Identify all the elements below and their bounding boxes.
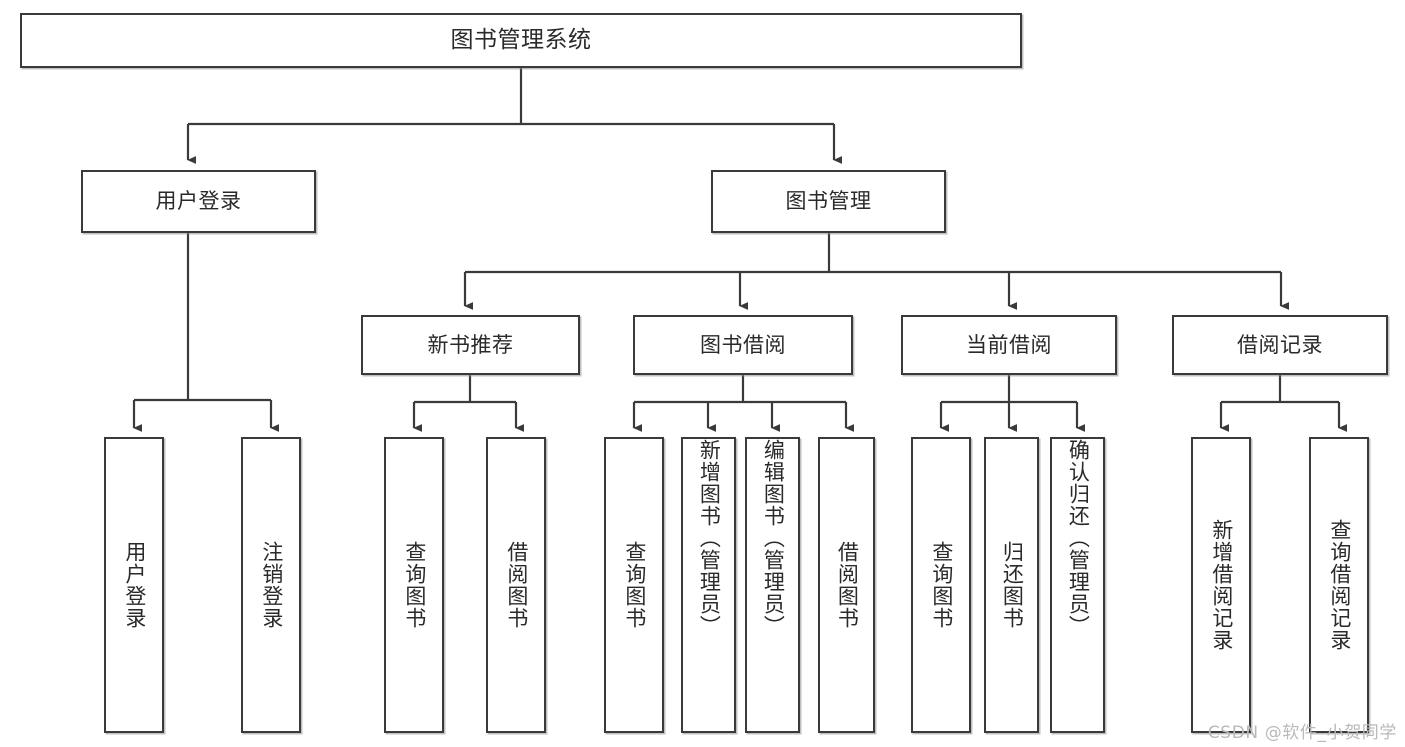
node-book-borrow[interactable]: 图书借阅 <box>633 315 853 375</box>
leaf-borrow-edit-book[interactable]: 编辑图书（管理员） <box>745 437 800 733</box>
node-label: 归还图书 <box>1000 541 1025 629</box>
node-label: 借阅图书 <box>835 541 860 629</box>
watermark: CSDN @软件_小贺同学 <box>1207 723 1397 743</box>
node-label: 新书推荐 <box>427 332 514 357</box>
node-label: 编辑图书（管理员） <box>761 439 786 637</box>
node-label: 用户登录 <box>155 189 242 214</box>
leaf-user-login-logout[interactable]: 注销登录 <box>241 437 301 733</box>
leaf-borrow-query-book[interactable]: 查询图书 <box>604 437 664 733</box>
node-root-system[interactable]: 图书管理系统 <box>20 13 1022 68</box>
leaf-record-query-record[interactable]: 查询借阅记录 <box>1309 437 1369 733</box>
leaf-record-add-record[interactable]: 新增借阅记录 <box>1191 437 1251 733</box>
node-label: 借阅图书 <box>504 541 529 629</box>
node-book-management[interactable]: 图书管理 <box>711 170 946 233</box>
leaf-borrow-add-book[interactable]: 新增图书（管理员） <box>681 437 736 733</box>
leaf-user-login-login[interactable]: 用户登录 <box>104 437 164 733</box>
leaf-current-confirm-return[interactable]: 确认归还（管理员） <box>1050 437 1105 733</box>
node-new-book-recommend[interactable]: 新书推荐 <box>361 315 580 375</box>
node-label: 确认归还（管理员） <box>1066 439 1091 637</box>
node-current-borrow[interactable]: 当前借阅 <box>901 315 1117 375</box>
node-label: 查询图书 <box>929 541 954 629</box>
node-label: 新增借阅记录 <box>1209 519 1234 651</box>
leaf-recommend-borrow-book[interactable]: 借阅图书 <box>486 437 546 733</box>
node-label: 图书管理系统 <box>450 27 592 54</box>
node-label: 查询图书 <box>402 541 427 629</box>
node-label: 图书借阅 <box>700 332 786 357</box>
node-label: 当前借阅 <box>966 332 1052 357</box>
leaf-borrow-borrow-book[interactable]: 借阅图书 <box>818 437 875 733</box>
leaf-current-query-book[interactable]: 查询图书 <box>911 437 971 733</box>
leaf-current-return-book[interactable]: 归还图书 <box>984 437 1039 733</box>
node-label: 图书管理 <box>785 189 872 214</box>
leaf-recommend-query-book[interactable]: 查询图书 <box>384 437 444 733</box>
node-borrow-record[interactable]: 借阅记录 <box>1172 315 1388 375</box>
node-label: 查询图书 <box>622 541 647 629</box>
node-user-login[interactable]: 用户登录 <box>81 170 316 233</box>
node-label: 注销登录 <box>259 541 284 629</box>
node-label: 借阅记录 <box>1237 332 1323 357</box>
node-label: 用户登录 <box>122 541 147 629</box>
node-label: 新增图书（管理员） <box>697 439 722 637</box>
node-label: 查询借阅记录 <box>1327 519 1352 651</box>
